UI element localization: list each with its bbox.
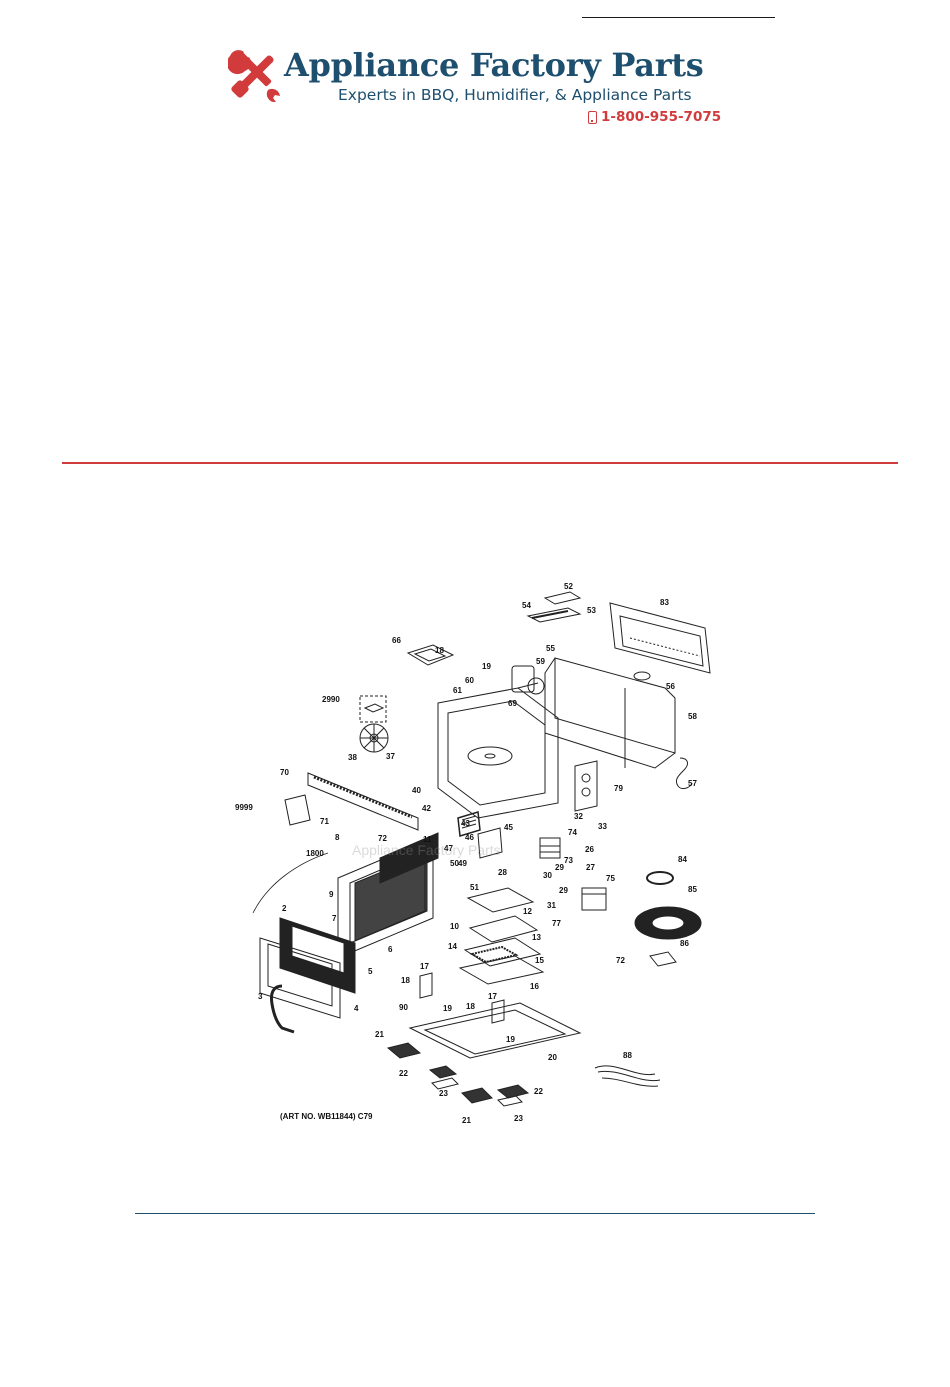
callout-label: 23 [439, 1089, 448, 1098]
section-divider-red [62, 462, 898, 464]
callout-label: 66 [392, 636, 401, 645]
brand-name: Appliance Factory Parts [284, 46, 704, 84]
callout-label: 53 [587, 606, 596, 615]
exploded-parts-diagram: 52 54 53 83 66 18 19 55 59 60 56 61 2990… [210, 578, 735, 1133]
callout-labels: 52 54 53 83 66 18 19 55 59 60 56 61 2990… [235, 582, 697, 1125]
callout-label: 79 [614, 784, 623, 793]
art-number-label: (ART NO. WB11844) C79 [280, 1112, 373, 1121]
callout-label: 40 [412, 786, 421, 795]
callout-label: 46 [465, 833, 474, 842]
callout-label: 45 [504, 823, 513, 832]
callout-label: 10 [450, 922, 459, 931]
callout-label: 20 [548, 1053, 557, 1062]
callout-label: 72 [616, 956, 625, 965]
callout-label: 6 [388, 945, 393, 954]
callout-label: 28 [498, 868, 507, 877]
callout-label: 38 [348, 753, 357, 762]
callout-label: 50 [450, 859, 459, 868]
callout-label: 29 [555, 863, 564, 872]
callout-label: 18 [401, 976, 410, 985]
callout-label: 75 [606, 874, 615, 883]
callout-label: 59 [536, 657, 545, 666]
callout-label: 26 [585, 845, 594, 854]
callout-label: 12 [523, 907, 532, 916]
callout-label: 84 [678, 855, 687, 864]
callout-label: 33 [598, 822, 607, 831]
section-divider-blue [135, 1213, 815, 1214]
callout-label: 43 [461, 819, 470, 828]
callout-label: 4 [354, 1004, 359, 1013]
callout-label: 55 [546, 644, 555, 653]
callout-label: 2 [282, 904, 287, 913]
phone-link[interactable]: 1-800-955-7075 [588, 109, 721, 125]
callout-label: 88 [623, 1051, 632, 1060]
callout-label: 73 [564, 856, 573, 865]
top-rule [582, 17, 775, 18]
callout-label: 17 [420, 962, 429, 971]
callout-label: 15 [535, 956, 544, 965]
callout-label: 61 [453, 686, 462, 695]
callout-label: 23 [514, 1114, 523, 1123]
callout-label: 42 [422, 804, 431, 813]
callout-label: 9999 [235, 803, 253, 812]
callout-label: 71 [320, 817, 329, 826]
callout-label: 14 [448, 942, 457, 951]
callout-label: 19 [506, 1035, 515, 1044]
callout-label: 7 [332, 914, 337, 923]
callout-label: 69 [508, 699, 517, 708]
callout-label: 8 [335, 833, 340, 842]
callout-label: 3 [258, 992, 263, 1001]
callout-label: 5 [368, 967, 373, 976]
callout-label: 17 [488, 992, 497, 1001]
callout-label: 58 [688, 712, 697, 721]
diagram-watermark: Appliance Factory Parts [352, 842, 501, 858]
callout-label: 85 [688, 885, 697, 894]
callout-label: 9 [329, 890, 334, 899]
callout-label: 30 [543, 871, 552, 880]
callout-label: 54 [522, 601, 531, 610]
callout-label: 19 [482, 662, 491, 671]
callout-label: 18 [435, 646, 444, 655]
callout-label: 56 [666, 682, 675, 691]
phone-number: 1-800-955-7075 [601, 109, 722, 125]
callout-label: 22 [399, 1069, 408, 1078]
callout-label: 16 [530, 982, 539, 991]
callout-label: 52 [564, 582, 573, 591]
callout-label: 70 [280, 768, 289, 777]
callout-label: 90 [399, 1003, 408, 1012]
callout-label: 51 [470, 883, 479, 892]
brand-logo[interactable]: Appliance Factory Parts Experts in BBQ, … [228, 46, 728, 128]
callout-label: 37 [386, 752, 395, 761]
brand-tagline: Experts in BBQ, Humidifier, & Appliance … [338, 86, 692, 104]
parts-drawing: 52 54 53 83 66 18 19 55 59 60 56 61 2990… [235, 582, 711, 1125]
mobile-phone-icon [588, 110, 597, 124]
callout-label: 83 [660, 598, 669, 607]
callout-label: 86 [680, 939, 689, 948]
callout-label: 13 [532, 933, 541, 942]
wrench-screwdriver-icon [228, 50, 280, 102]
callout-label: 27 [586, 863, 595, 872]
callout-label: 74 [568, 828, 577, 837]
callout-label: 1800 [306, 849, 324, 858]
callout-label: 77 [552, 919, 561, 928]
callout-label: 49 [458, 859, 467, 868]
callout-label: 31 [547, 901, 556, 910]
callout-label: 19 [443, 1004, 452, 1013]
callout-label: 21 [462, 1116, 471, 1125]
callout-label: 32 [574, 812, 583, 821]
callout-label: 47 [444, 844, 453, 853]
callout-label: 2990 [322, 695, 340, 704]
callout-label: 11 [423, 835, 432, 844]
callout-label: 29 [559, 886, 568, 895]
callout-label: 21 [375, 1030, 384, 1039]
callout-label: 60 [465, 676, 474, 685]
callout-label: 57 [688, 779, 697, 788]
callout-label: 18 [466, 1002, 475, 1011]
callout-label: 22 [534, 1087, 543, 1096]
callout-label: 72 [378, 834, 387, 843]
